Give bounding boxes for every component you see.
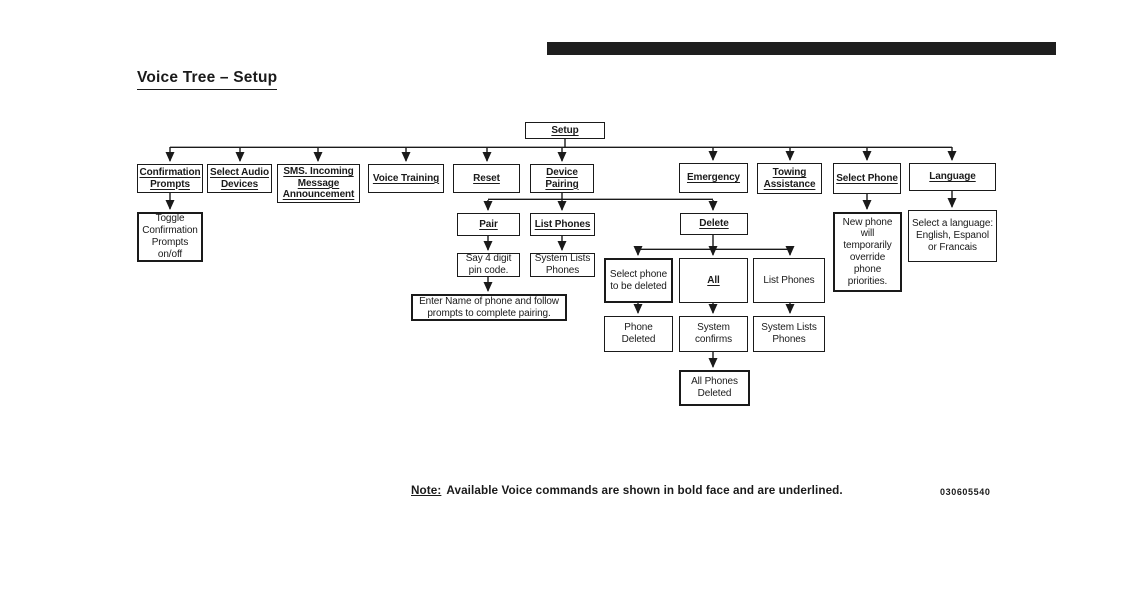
node-language: Language xyxy=(909,163,996,191)
node-voice-training: Voice Training xyxy=(368,164,444,193)
node-emergency: Emergency xyxy=(679,163,748,193)
node-system-lists-phones-2: System Lists Phones xyxy=(753,316,825,352)
node-list-phones-command: List Phones xyxy=(530,213,595,236)
node-device-pairing: Device Pairing xyxy=(530,164,594,193)
footer-note: Note: Available Voice commands are shown … xyxy=(411,484,843,497)
node-delete: Delete xyxy=(680,213,748,235)
node-towing-assistance: Towing Assistance xyxy=(757,163,822,194)
node-sms-incoming-message-announcement: SMS. Incoming Message Announcement xyxy=(277,164,360,203)
node-new-phone-override: New phone will temporarily override phon… xyxy=(833,212,902,292)
node-select-phone: Select Phone xyxy=(833,163,901,194)
node-toggle-confirmation-prompts: Toggle Confirmation Prompts on/off xyxy=(137,212,203,262)
node-say-pin-code: Say 4 digit pin code. xyxy=(457,253,520,277)
node-list-phones-plain: List Phones xyxy=(753,258,825,303)
page-title: Voice Tree – Setup xyxy=(137,69,278,90)
node-all-phones-deleted: All Phones Deleted xyxy=(679,370,750,406)
node-setup: Setup xyxy=(525,122,605,139)
node-select-audio-devices: Select Audio Devices xyxy=(207,164,272,193)
redacted-header-bar xyxy=(547,42,1056,55)
footer-note-text: Available Voice commands are shown in bo… xyxy=(446,484,843,497)
node-select-phone-to-be-deleted: Select phone to be deleted xyxy=(604,258,673,303)
figure-code: 030605540 xyxy=(940,487,991,497)
node-all: All xyxy=(679,258,748,303)
node-phone-deleted: Phone Deleted xyxy=(604,316,673,352)
node-system-lists-phones: System Lists Phones xyxy=(530,253,595,277)
footer-note-label: Note: xyxy=(411,484,442,497)
node-enter-name-of-phone: Enter Name of phone and follow prompts t… xyxy=(411,294,567,321)
node-reset: Reset xyxy=(453,164,520,193)
node-system-confirms: System confirms xyxy=(679,316,748,352)
node-confirmation-prompts: Confirmation Prompts xyxy=(137,164,203,193)
node-pair: Pair xyxy=(457,213,520,236)
node-select-a-language: Select a language: English, Espanol or F… xyxy=(908,210,997,262)
